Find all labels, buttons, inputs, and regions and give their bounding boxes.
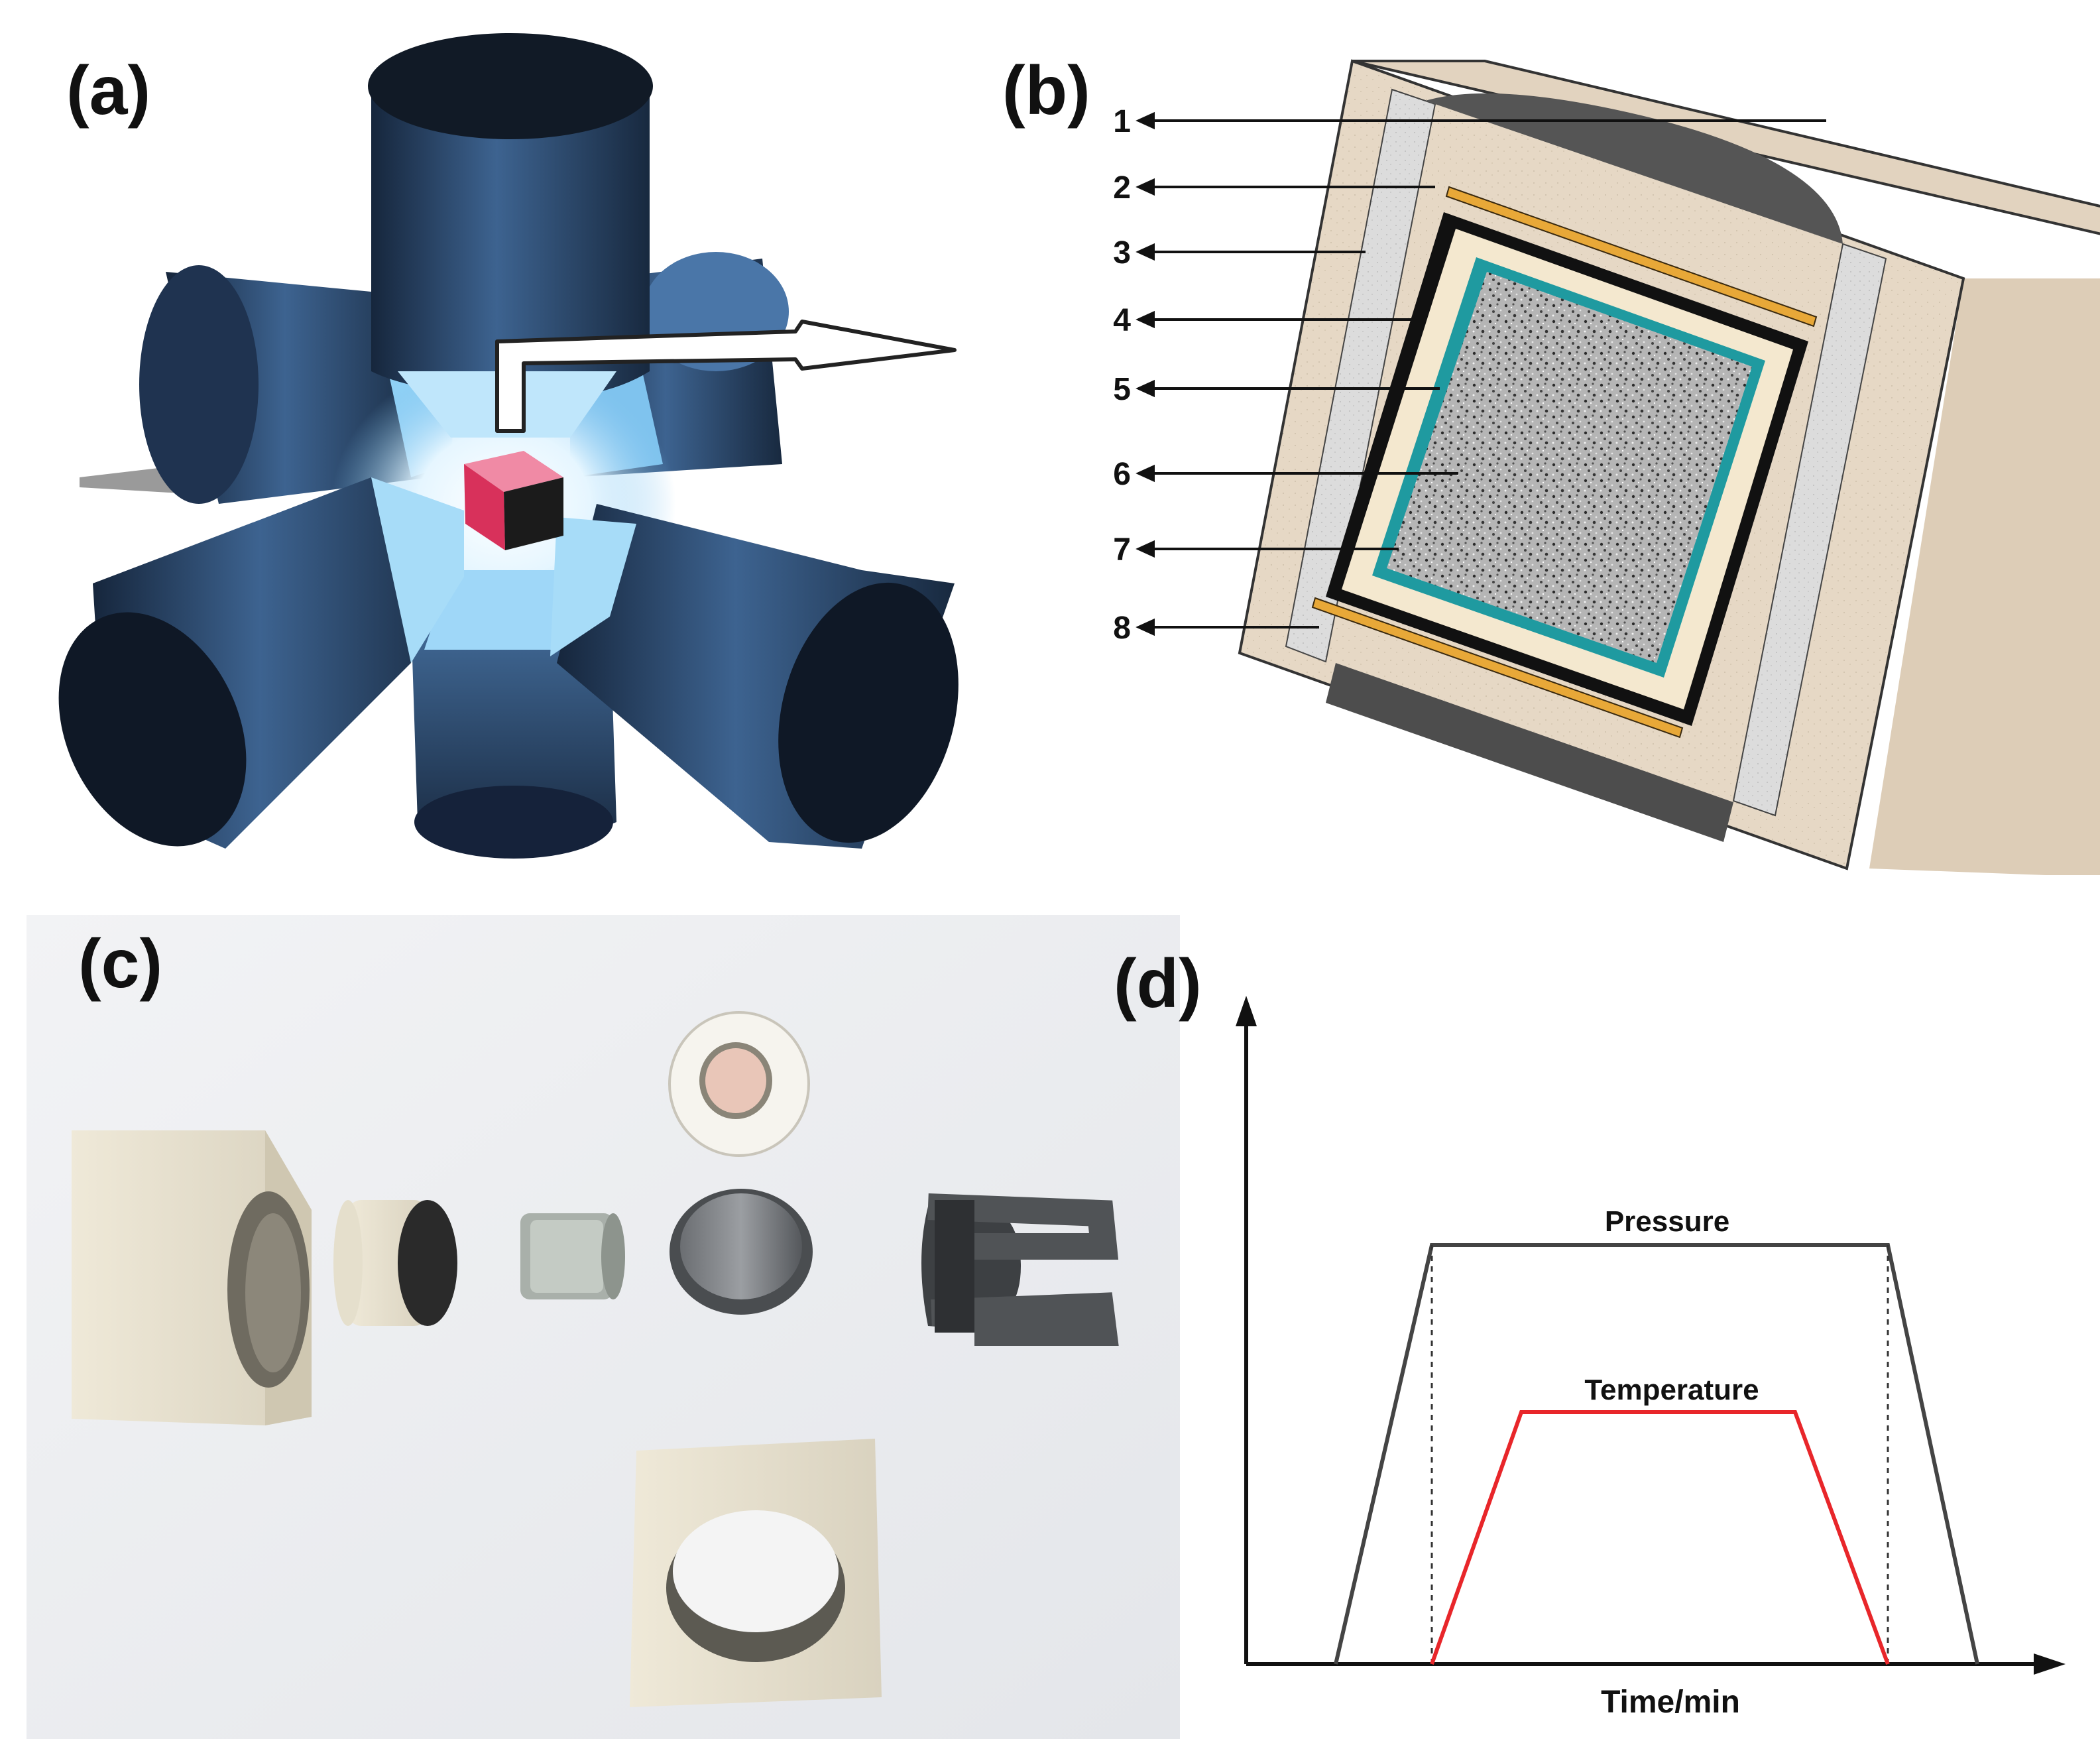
layer-number-6: 6 bbox=[1113, 457, 1131, 492]
pyrophyllite-cube-bottom bbox=[630, 1439, 882, 1707]
pressure-label: Pressure bbox=[1605, 1205, 1729, 1238]
anvil-front-left bbox=[58, 477, 464, 849]
component-photo bbox=[27, 915, 1180, 1739]
cell-assembly-diagram: 1 2 3 4 5 6 7 8 bbox=[1113, 59, 2100, 875]
panel-a-label: (a) bbox=[66, 52, 151, 129]
panel-d: (d) Pressure Temperature Time/min bbox=[1100, 915, 2100, 1739]
electrode-bottom bbox=[1311, 597, 1684, 739]
panel-c-label: (c) bbox=[78, 926, 163, 1002]
temperature-label: Temperature bbox=[1584, 1374, 1759, 1406]
capsule-cylinder bbox=[520, 1213, 625, 1299]
panel-b: (b) bbox=[994, 0, 2100, 888]
process-profile-plot: Pressure Temperature Time/min bbox=[1236, 996, 2066, 1720]
layer-number-4: 4 bbox=[1113, 303, 1131, 338]
layer-number-8: 8 bbox=[1113, 611, 1131, 646]
pyrophyllite-cube-left bbox=[72, 1130, 312, 1425]
x-axis-label: Time/min bbox=[1601, 1685, 1740, 1720]
anvil-press-illustration bbox=[58, 33, 959, 859]
graphite-heater bbox=[921, 1193, 1119, 1346]
y-axis-arrowhead bbox=[1236, 996, 1257, 1026]
anvil-top bbox=[368, 33, 653, 438]
plot-axes bbox=[1236, 996, 2066, 1675]
plug-bottom bbox=[1326, 663, 1733, 842]
sample-powder bbox=[1387, 272, 1752, 663]
anvil-front-right bbox=[550, 504, 959, 849]
cube-right-face bbox=[1869, 278, 2100, 875]
plug-top bbox=[1425, 93, 1843, 244]
panel-c: (c) bbox=[0, 915, 1193, 1739]
panel-b-label: (b) bbox=[1002, 52, 1090, 129]
panel-d-label: (d) bbox=[1114, 945, 1202, 1022]
pressure-curve bbox=[1334, 1243, 1979, 1665]
gasket-left bbox=[1285, 88, 1436, 663]
leader-lines bbox=[1136, 111, 1826, 636]
layer-number-5: 5 bbox=[1113, 372, 1131, 407]
panel-a: (a) bbox=[0, 0, 994, 882]
electrode-top bbox=[1445, 186, 1818, 328]
graphite-cup bbox=[670, 1189, 813, 1315]
x-axis-arrowhead bbox=[2034, 1653, 2066, 1675]
temperature-curve bbox=[1430, 1410, 1890, 1665]
layer-numbers: 1 2 3 4 5 6 7 8 bbox=[1113, 104, 1131, 646]
electrode-disc bbox=[668, 1011, 810, 1157]
ceramic-sleeve bbox=[333, 1200, 457, 1326]
layer-number-2: 2 bbox=[1113, 170, 1131, 206]
thermocouple-arrow bbox=[495, 320, 957, 433]
layer-number-3: 3 bbox=[1113, 235, 1131, 270]
gasket-right bbox=[1732, 243, 1887, 817]
layer-number-7: 7 bbox=[1113, 532, 1131, 568]
sample-cube bbox=[464, 451, 563, 550]
layer-number-1: 1 bbox=[1113, 104, 1131, 139]
